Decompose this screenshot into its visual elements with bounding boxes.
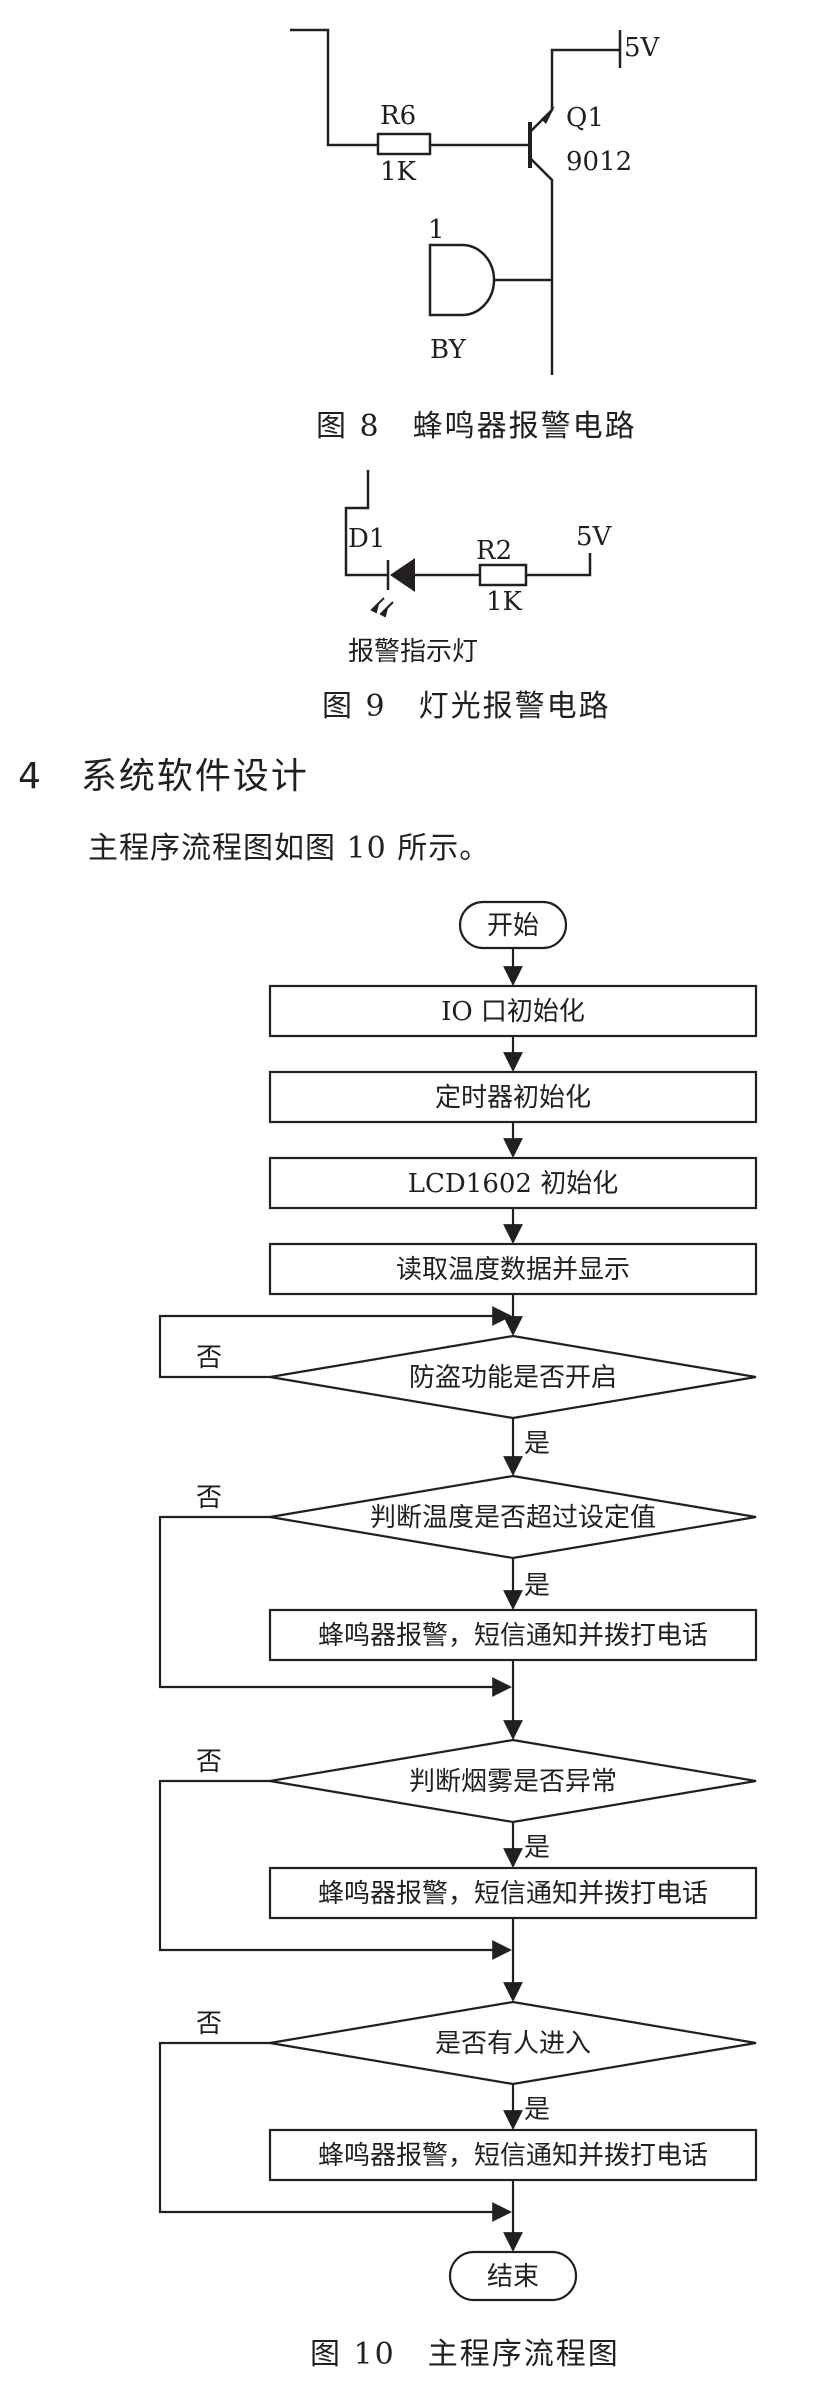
led-input-wire (344, 470, 388, 577)
flow-alarm-3-text: 蜂鸣器报警，短信通知并拨打电话 (318, 2141, 708, 2171)
flow-step-io-text: IO 口初始化 (441, 997, 585, 1027)
fig8-label-pin: 1 (428, 215, 445, 245)
flowchart (158, 900, 758, 2302)
flow-decision-temp-text: 判断温度是否超过设定值 (370, 1503, 656, 1533)
figure-10-caption: 图 10 主程序流程图 (310, 2337, 620, 2372)
flow-no-label: 否 (196, 2009, 222, 2039)
flow-yes-label: 是 (524, 1833, 550, 1863)
input-wire (290, 28, 378, 147)
section-heading: 4 系统软件设计 (18, 756, 309, 797)
flow-end-text: 结束 (487, 2262, 539, 2292)
flow-no-label: 否 (196, 1483, 222, 1513)
fig9-label-5v: 5V (576, 522, 613, 552)
resistor-r2 (478, 563, 528, 587)
flow-step-read-text: 读取温度数据并显示 (396, 1255, 630, 1285)
fig8-label-r6: R6 (380, 101, 416, 131)
figure-8-caption: 图 8 蜂鸣器报警电路 (316, 409, 637, 444)
fig9-label-r2: R2 (476, 536, 512, 566)
led-vcc-wire (526, 553, 592, 577)
fig8-label-5v: 5V (624, 33, 661, 63)
fig8-label-q1-part: 9012 (566, 147, 632, 177)
fig8-label-r6-value: 1K (380, 157, 417, 187)
flow-no-label: 否 (196, 1343, 222, 1373)
flow-no-branch-2 (158, 1515, 512, 1697)
flow-no-branch-3 (158, 1779, 512, 1960)
flow-end-node (448, 2250, 578, 2302)
flow-decision-guard (269, 1334, 757, 1420)
fig9-label-d1: D1 (348, 524, 385, 554)
flow-step-timer-text: 定时器初始化 (435, 1083, 591, 1113)
section-paragraph: 主程序流程图如图 10 所示。 (88, 831, 490, 866)
collector-wire (529, 157, 554, 265)
flow-decision-person (269, 2000, 757, 2086)
emitter-wire (529, 48, 620, 133)
figure-8-buzzer-circuit (290, 28, 622, 375)
buzzer-body (428, 243, 496, 317)
flow-start-text: 开始 (487, 911, 539, 941)
flow-step-lcd-text: LCD1602 初始化 (408, 1169, 618, 1199)
led-diode-icon (390, 558, 415, 592)
figure-9-led-circuit (344, 470, 592, 590)
flow-yes-label: 是 (524, 1571, 550, 1601)
flow-no-label: 否 (196, 1747, 222, 1777)
flow-decision-person-text: 是否有人进入 (435, 2029, 591, 2059)
flow-alarm-1-text: 蜂鸣器报警，短信通知并拨打电话 (318, 1621, 708, 1651)
flow-alarm-2-text: 蜂鸣器报警，短信通知并拨打电话 (318, 1879, 708, 1909)
fig9-label-r2-value: 1K (486, 587, 523, 617)
flow-yes-label: 是 (524, 2095, 550, 2125)
flow-decision-smoke-text: 判断烟雾是否异常 (409, 1767, 617, 1797)
fig8-label-q1: Q1 (566, 103, 604, 133)
emitter-arrow-icon (541, 106, 555, 124)
flow-no-branch-4 (158, 2041, 512, 2222)
fig9-led-label: 报警指示灯 (348, 637, 478, 667)
light-rays-icon (370, 597, 394, 618)
flow-yes-label: 是 (524, 1429, 550, 1459)
flow-no-loop-1 (158, 1306, 512, 1379)
flow-decision-smoke (269, 1738, 757, 1824)
flow-decision-temp (269, 1474, 757, 1560)
figure-9-caption: 图 9 灯光报警电路 (322, 689, 611, 724)
fig8-label-by: BY (430, 335, 467, 365)
resistor-r6 (376, 132, 432, 156)
flow-decision-guard-text: 防盗功能是否开启 (409, 1363, 617, 1393)
